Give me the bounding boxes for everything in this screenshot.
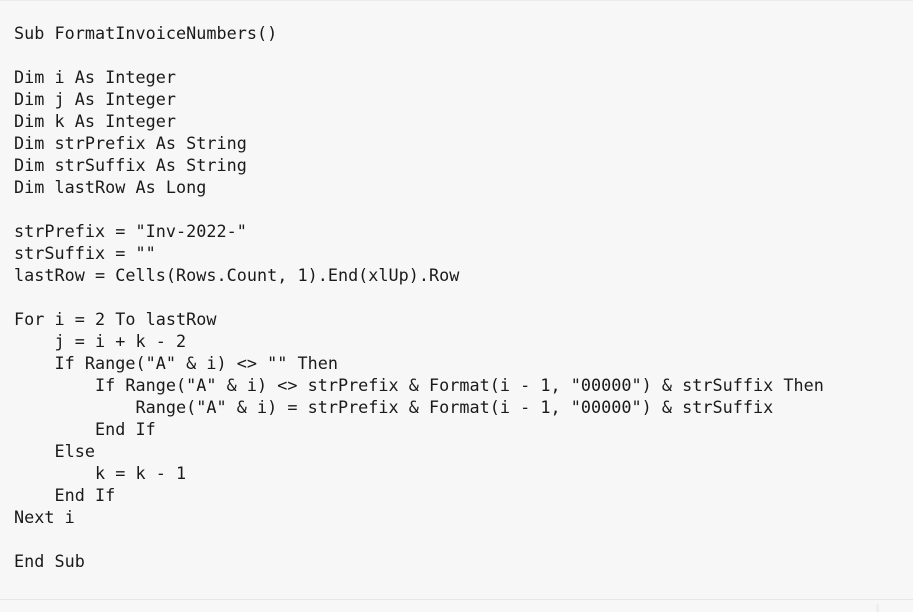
code-line: strPrefix = "Inv-2022-" xyxy=(14,221,247,241)
code-line xyxy=(14,528,824,550)
code-line: End If xyxy=(14,485,116,505)
code-line: Else xyxy=(14,441,95,461)
code-content: Sub FormatInvoiceNumbers() Dim i As Inte… xyxy=(14,22,824,572)
scrollbar-nub[interactable] xyxy=(876,604,879,612)
code-line: strSuffix = "" xyxy=(14,243,156,263)
code-line: Dim i As Integer xyxy=(14,67,176,87)
code-block[interactable]: Sub FormatInvoiceNumbers() Dim i As Inte… xyxy=(14,22,824,572)
code-line: If Range("A" & i) <> strPrefix & Format(… xyxy=(14,375,824,395)
code-line: j = i + k - 2 xyxy=(14,331,187,351)
code-line: Dim lastRow As Long xyxy=(14,177,207,197)
code-line: Sub FormatInvoiceNumbers() xyxy=(14,23,278,43)
code-line: k = k - 1 xyxy=(14,463,187,483)
code-line xyxy=(14,198,824,220)
code-line: Dim strSuffix As String xyxy=(14,155,247,175)
code-line: Dim k As Integer xyxy=(14,111,176,131)
code-line: For i = 2 To lastRow xyxy=(14,309,217,329)
bottom-divider xyxy=(0,599,913,600)
code-line: If Range("A" & i) <> "" Then xyxy=(14,353,338,373)
code-line: Next i xyxy=(14,507,75,527)
code-line: Range("A" & i) = strPrefix & Format(i - … xyxy=(14,397,774,417)
code-line: Dim strPrefix As String xyxy=(14,133,247,153)
code-line: End Sub xyxy=(14,551,85,571)
code-line xyxy=(14,44,824,66)
code-line: Dim j As Integer xyxy=(14,89,176,109)
code-line xyxy=(14,286,824,308)
code-line: End If xyxy=(14,419,156,439)
code-line: lastRow = Cells(Rows.Count, 1).End(xlUp)… xyxy=(14,265,460,285)
